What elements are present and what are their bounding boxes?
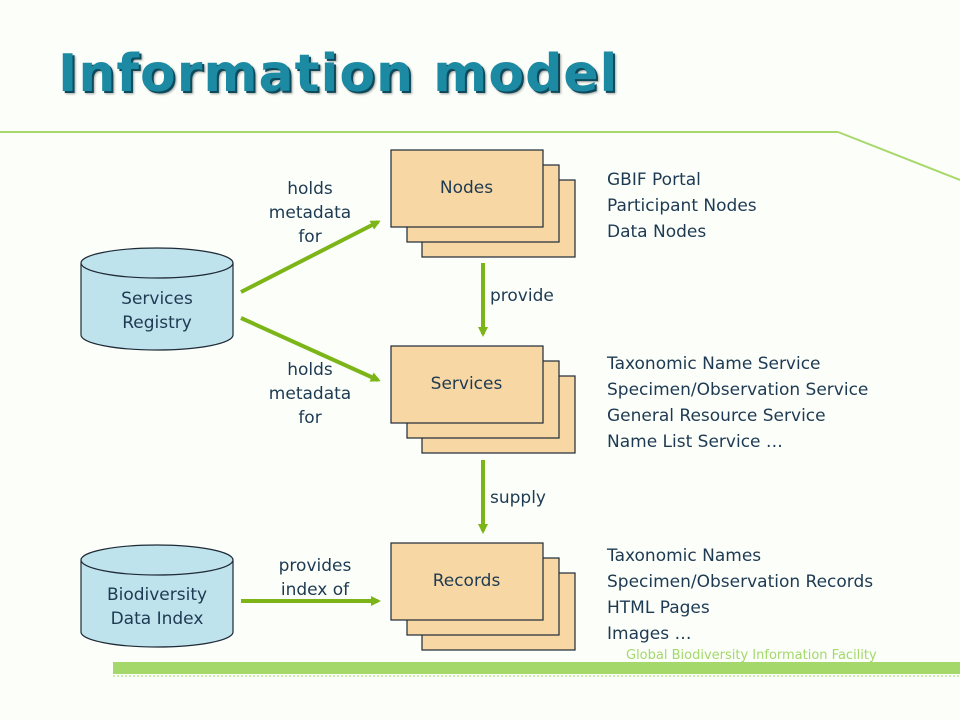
list-item: Specimen/Observation Service [607,380,869,400]
list-item: Specimen/Observation Records [607,572,874,592]
list-item: Name List Service … [607,432,783,452]
list-item: GBIF Portal [607,170,701,190]
title-underline-slope [837,131,960,181]
services-registry-label: Services Registry [121,289,193,333]
holds-metadata-label-mid: holds metadata for [268,360,352,428]
data-index-cylinder [80,544,234,648]
services-box-label: Services [430,374,503,394]
services-info-list: Taxonomic Name Service Specimen/Observat… [607,351,868,455]
footer-bar [113,662,960,674]
list-item: Data Nodes [607,222,707,242]
nodes-stack [390,149,576,258]
list-item: General Resource Service [607,406,826,426]
holds-metadata-label-top: holds metadata for [268,179,352,247]
provides-index-label: provides index of [278,556,352,600]
records-stack [390,542,576,651]
records-box-label: Records [432,571,501,591]
nodes-info-list: GBIF Portal Participant Nodes Data Nodes [607,167,757,245]
footer-text: Global Biodiversity Information Facility [626,648,877,663]
arrow-registry-to-services [240,316,381,382]
list-item: Taxonomic Names [607,546,762,566]
services-registry-cylinder [80,247,234,351]
services-stack [390,345,576,454]
nodes-box-label: Nodes [439,178,494,198]
list-item: Taxonomic Name Service [607,354,821,374]
list-item: HTML Pages [607,598,710,618]
list-item: Images … [607,624,692,644]
provide-label: provide [490,286,554,306]
records-info-list: Taxonomic Names Specimen/Observation Rec… [607,543,873,647]
page-title: Information model [58,44,619,104]
data-index-label: Biodiversity Data Index [106,585,208,629]
arrow-registry-to-nodes [240,220,381,294]
list-item: Participant Nodes [607,196,757,216]
supply-label: supply [490,488,546,508]
